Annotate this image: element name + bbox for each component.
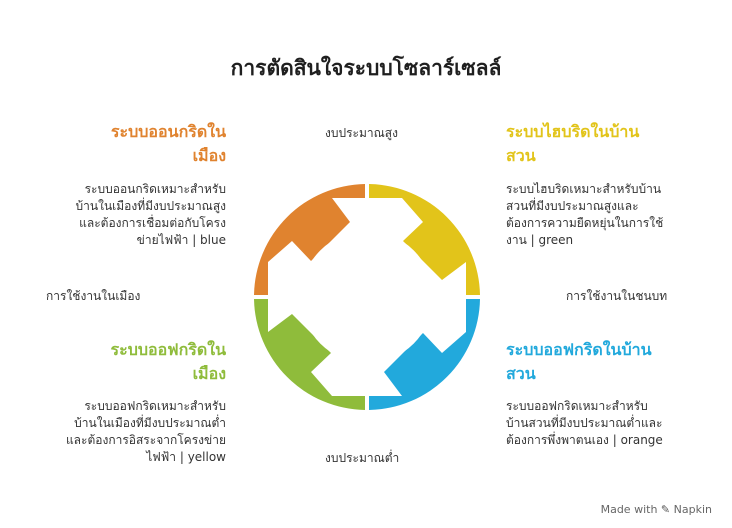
desc-line: บ้านในเมืองที่มีงบประมาณสูง [75, 199, 226, 213]
desc-line: ข่ายไฟฟ้า | blue [136, 233, 226, 247]
quadrant-bottom-right-title-line2: สวน [506, 364, 536, 383]
desc-line: ระบบออนกริดเหมาะสำหรับ [84, 182, 226, 196]
quadrant-segment-bottom-right [369, 299, 480, 410]
quadrant-bottom-left-title-line2: เมือง [192, 364, 226, 383]
axis-label-right: การใช้งานในชนบท [566, 289, 668, 303]
axis-label-top: งบประมาณสูง [325, 126, 398, 140]
quadrant-segment-top-right [369, 184, 480, 295]
quadrant-bottom-right-desc: ระบบออฟกริดเหมาะสำหรับ บ้านสวนที่มีงบประ… [506, 398, 716, 449]
footer-watermark: Made with ✎ Napkin [601, 503, 712, 516]
desc-line: สวนที่มีงบประมาณสูงและ [506, 199, 639, 213]
desc-line: ระบบออฟกริดเหมาะสำหรับ [506, 399, 648, 413]
quadrant-bottom-right-title-line1: ระบบออฟกริดในบ้าน [506, 340, 652, 359]
desc-line: ระบบออฟกริดเหมาะสำหรับ [84, 399, 226, 413]
quadrant-top-left-title-line1: ระบบออนกริดใน [110, 122, 226, 141]
axis-label-bottom: งบประมาณต่ำ [325, 451, 400, 465]
quadrant-top-right-title: ระบบไฮบริดในบ้าน สวน [506, 120, 716, 168]
desc-line: บ้านในเมืองที่มีงบประมาณต่ำ [74, 416, 226, 430]
quadrant-top-right-desc: ระบบไฮบริดเหมาะสำหรับบ้าน สวนที่มีงบประม… [506, 181, 716, 249]
footer-text: Made with [600, 503, 658, 516]
quadrant-bottom-left-desc: ระบบออฟกริดเหมาะสำหรับ บ้านในเมืองที่มีง… [26, 398, 226, 466]
quadrant-bottom-left-title-line1: ระบบออฟกริดใน [110, 340, 226, 359]
cycle-diagram [254, 184, 480, 410]
desc-line: งาน | green [506, 233, 574, 247]
desc-line: บ้านสวนที่มีงบประมาณต่ำและ [506, 416, 663, 430]
pen-icon: ✎ [660, 503, 671, 516]
quadrant-segment-top-left [254, 184, 365, 295]
desc-line: ต้องการพึ่งพาตนเอง | orange [506, 433, 663, 447]
axis-label-left: การใช้งานในเมือง [46, 289, 141, 303]
desc-line: และต้องการเชื่อมต่อกับโครง [79, 216, 226, 230]
desc-line: ไฟฟ้า | yellow [146, 450, 226, 464]
quadrant-top-left-desc: ระบบออนกริดเหมาะสำหรับ บ้านในเมืองที่มีง… [26, 181, 226, 249]
quadrant-top-right-title-line2: สวน [506, 146, 536, 165]
desc-line: ต้องการความยืดหยุ่นในการใช้ [506, 216, 664, 230]
page-title: การตัดสินใจระบบโซลาร์เซลล์ [230, 56, 502, 80]
quadrant-top-left-title-line2: เมือง [192, 146, 226, 165]
desc-line: ระบบไฮบริดเหมาะสำหรับบ้าน [506, 182, 662, 196]
footer-brand: Napkin [673, 503, 712, 516]
quadrant-top-left-title: ระบบออนกริดใน เมือง [40, 120, 226, 168]
quadrant-bottom-left-title: ระบบออฟกริดใน เมือง [40, 338, 226, 386]
quadrant-top-right-title-line1: ระบบไฮบริดในบ้าน [506, 122, 640, 141]
cycle-center-hole [301, 231, 433, 363]
quadrant-bottom-right-title: ระบบออฟกริดในบ้าน สวน [506, 338, 716, 386]
quadrant-segment-bottom-left [254, 299, 365, 410]
desc-line: และต้องการอิสระจากโครงข่าย [65, 433, 226, 447]
